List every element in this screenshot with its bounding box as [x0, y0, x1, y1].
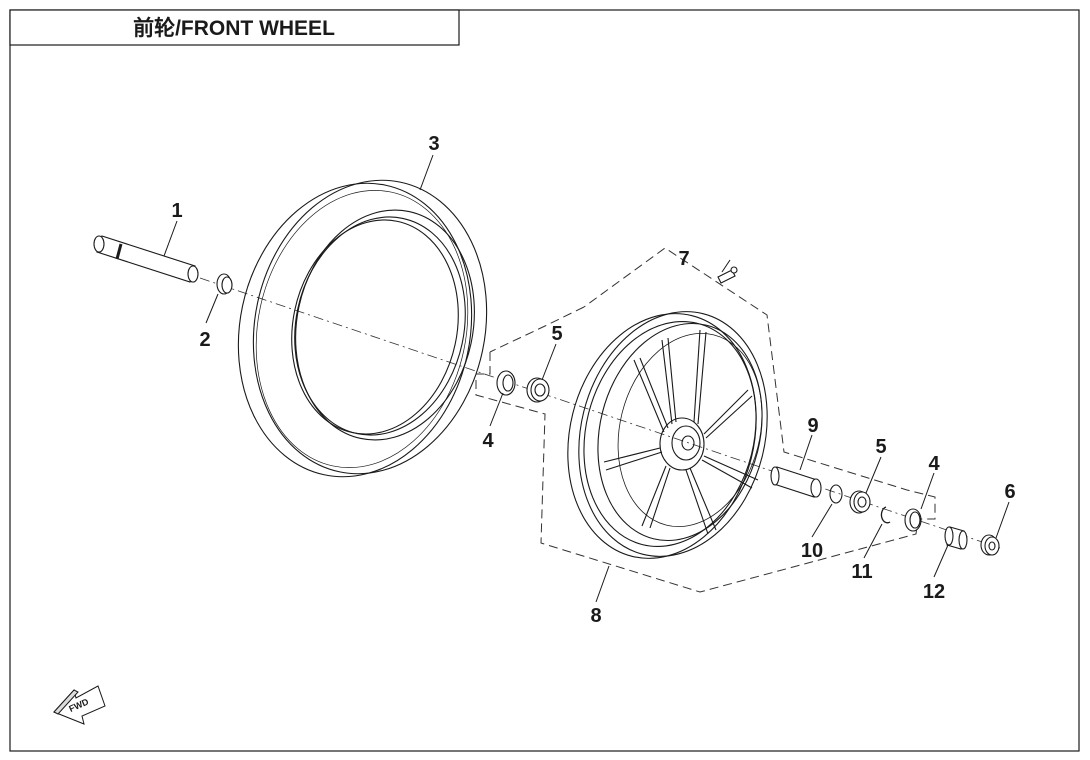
callout-4-left: 4	[482, 430, 494, 452]
nut-part	[980, 534, 1000, 556]
callout-11: 11	[851, 561, 872, 583]
fwd-arrow-icon: FWD	[53, 685, 106, 725]
callout-5-right: 5	[875, 436, 886, 458]
collar-right-part	[944, 526, 968, 550]
spacer-tube-part	[770, 466, 822, 498]
callout-7: 7	[678, 248, 689, 270]
callout-10: 10	[801, 540, 823, 562]
assembly-dashed-frame-left	[489, 306, 585, 353]
callout-6: 6	[1004, 481, 1015, 503]
collar-part	[216, 273, 233, 295]
callout-12: 12	[923, 581, 945, 603]
axle-part	[93, 235, 199, 283]
diagram-border	[9, 9, 1080, 752]
circlip-part	[880, 506, 891, 524]
callout-labels: 1 2 3 4 5 6 7 8 9 10 11 12 5 4	[171, 133, 1015, 627]
spacer-left-part	[496, 370, 516, 396]
tire-part	[237, 179, 488, 478]
diagram-title: 前轮/FRONT WHEEL	[133, 16, 335, 40]
leader-lines	[163, 154, 1010, 603]
o-ring-part	[829, 484, 843, 504]
valve-part	[717, 266, 738, 284]
callout-4-right: 4	[928, 453, 940, 475]
callout-5-left: 5	[551, 323, 562, 345]
callout-9: 9	[807, 415, 818, 437]
rim-part	[567, 311, 768, 559]
assembly-dashed-frame	[475, 247, 936, 593]
callout-3: 3	[428, 133, 439, 155]
callout-1: 1	[171, 200, 182, 222]
spacer-right-part	[904, 508, 922, 532]
title-box: 前轮/FRONT WHEEL	[9, 9, 460, 46]
bearing-right-part	[849, 490, 871, 514]
callout-8: 8	[590, 605, 601, 627]
bearing-left-part	[526, 377, 550, 403]
callout-2: 2	[199, 329, 210, 351]
